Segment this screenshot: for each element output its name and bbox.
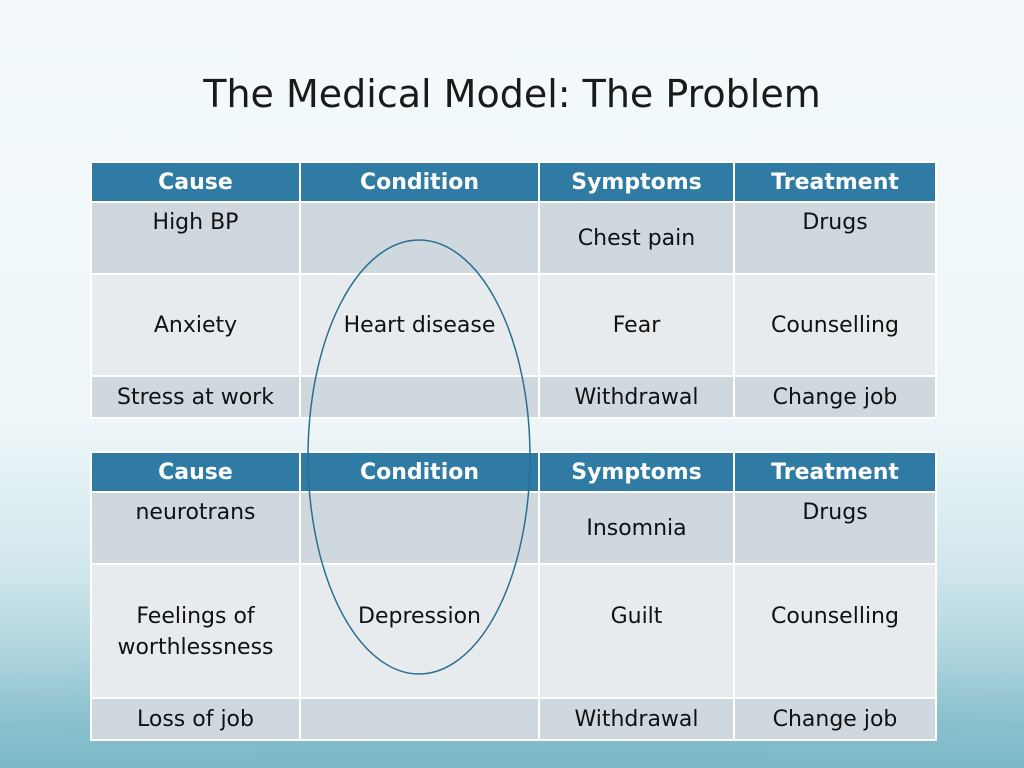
cell: Change job xyxy=(733,375,937,419)
cell: Guilt xyxy=(538,563,735,699)
header-condition: Condition xyxy=(299,161,540,203)
cell xyxy=(299,201,540,275)
header-cause: Cause xyxy=(90,161,301,203)
cell: Withdrawal xyxy=(538,697,735,741)
cell: High BP xyxy=(90,201,301,275)
slide-title: The Medical Model: The Problem xyxy=(203,72,821,116)
header-row: Cause Condition Symptoms Treatment xyxy=(90,161,937,203)
header-treatment: Treatment xyxy=(733,451,937,493)
table-row: Loss of job Withdrawal Change job xyxy=(90,697,937,741)
cell: Feelings of worthlessness xyxy=(90,563,301,699)
cell: Change job xyxy=(733,697,937,741)
depression-table: Cause Condition Symptoms Treatment neuro… xyxy=(90,451,937,741)
header-symptoms: Symptoms xyxy=(538,451,735,493)
cell: Counselling xyxy=(733,563,937,699)
cell xyxy=(299,375,540,419)
table-row: neurotrans Insomnia Drugs xyxy=(90,491,937,565)
cell xyxy=(299,697,540,741)
cell: Counselling xyxy=(733,273,937,377)
heart-disease-table: Cause Condition Symptoms Treatment High … xyxy=(90,161,937,419)
cell: Depression xyxy=(299,563,540,699)
cell: Heart disease xyxy=(299,273,540,377)
table-row: Stress at work Withdrawal Change job xyxy=(90,375,937,419)
header-row: Cause Condition Symptoms Treatment xyxy=(90,451,937,493)
cell: Fear xyxy=(538,273,735,377)
cell: Drugs xyxy=(733,201,937,275)
header-condition: Condition xyxy=(299,451,540,493)
header-cause: Cause xyxy=(90,451,301,493)
cell: Insomnia xyxy=(538,491,735,565)
cell: Stress at work xyxy=(90,375,301,419)
cell: Chest pain xyxy=(538,201,735,275)
header-symptoms: Symptoms xyxy=(538,161,735,203)
table-row: Feelings of worthlessness Depression Gui… xyxy=(90,563,937,699)
cell: Drugs xyxy=(733,491,937,565)
header-treatment: Treatment xyxy=(733,161,937,203)
table-row: High BP Chest pain Drugs xyxy=(90,201,937,275)
cell: Anxiety xyxy=(90,273,301,377)
cell: neurotrans xyxy=(90,491,301,565)
cell: Loss of job xyxy=(90,697,301,741)
table-row: Anxiety Heart disease Fear Counselling xyxy=(90,273,937,377)
cell xyxy=(299,491,540,565)
cell: Withdrawal xyxy=(538,375,735,419)
